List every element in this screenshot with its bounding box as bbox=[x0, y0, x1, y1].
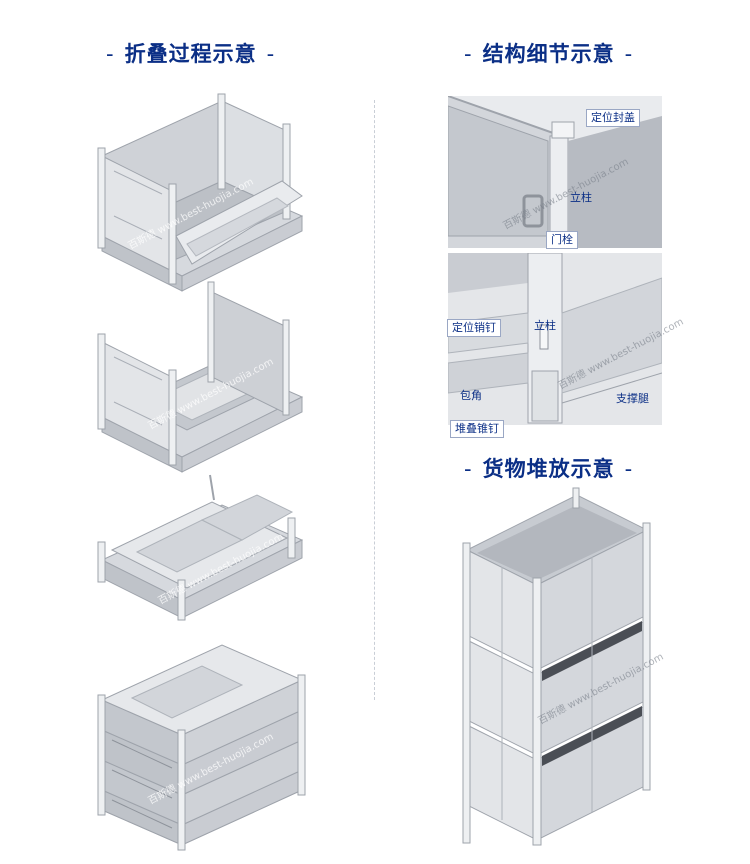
stacked-crates bbox=[462, 487, 651, 846]
structure-title-text: 结构细节示意 bbox=[482, 42, 615, 66]
folding-step-3-crate bbox=[97, 474, 304, 621]
callout-stacking-cone: 堆叠锥钉 bbox=[450, 420, 504, 438]
callout-corner-wrap: 包角 bbox=[460, 389, 482, 402]
detail-image-bottom bbox=[448, 253, 662, 425]
detail-bottom-drawing bbox=[448, 253, 662, 425]
folding-step-1-crate bbox=[97, 93, 304, 292]
folding-title-text: 折叠过程示意 bbox=[124, 42, 257, 66]
callout-locating-pin: 定位销钉 bbox=[447, 319, 501, 337]
detail-image-top bbox=[448, 96, 662, 248]
callout-column-top: 立柱 bbox=[570, 191, 592, 204]
stacking-title-text: 货物堆放示意 bbox=[482, 457, 615, 481]
folding-step-4-stack bbox=[97, 644, 306, 851]
column-divider bbox=[374, 100, 375, 700]
callout-support-leg: 支撑腿 bbox=[616, 392, 649, 405]
structure-detail-title: -结构细节示意- bbox=[464, 42, 634, 66]
folding-step-2-crate bbox=[97, 281, 304, 473]
detail-top-drawing bbox=[448, 96, 662, 248]
callout-locating-cap: 定位封盖 bbox=[586, 109, 640, 127]
callout-door-bolt: 门栓 bbox=[546, 231, 578, 249]
stacking-title: -货物堆放示意- bbox=[464, 457, 634, 481]
callout-column-bottom: 立柱 bbox=[534, 319, 556, 332]
folding-process-title: -折叠过程示意- bbox=[106, 42, 276, 66]
